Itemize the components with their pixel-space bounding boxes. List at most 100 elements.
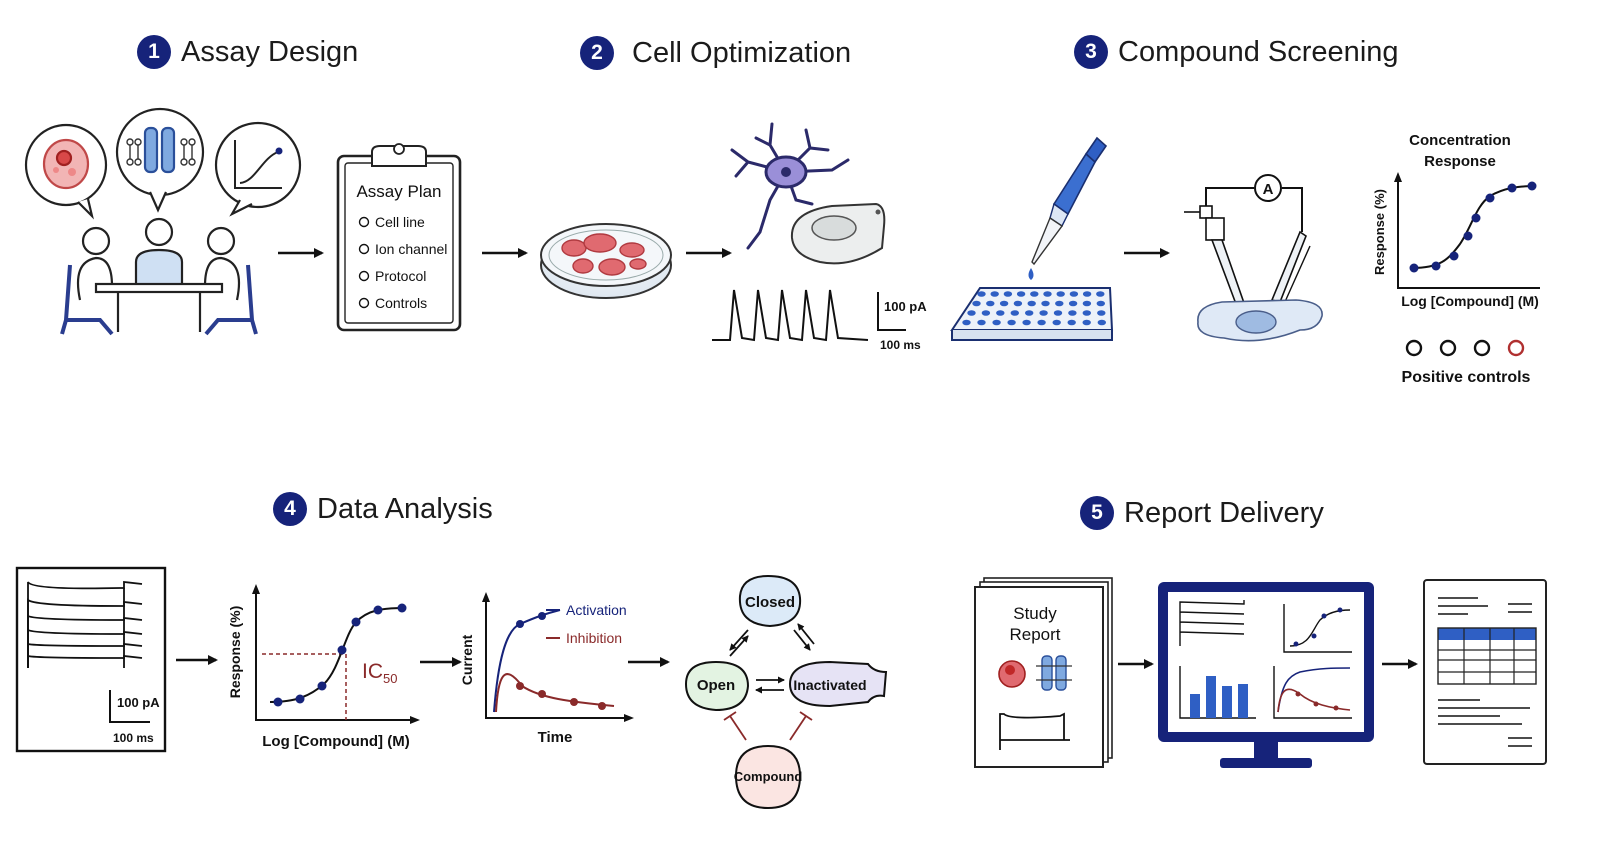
step-4-number: 4 bbox=[273, 492, 307, 526]
plate-well bbox=[1096, 300, 1106, 307]
neuron-icon bbox=[730, 122, 850, 250]
step-1-title: 1 Assay Design bbox=[137, 35, 358, 69]
kinetics-xlabel: Time bbox=[538, 729, 573, 746]
ion-channel-bubble bbox=[115, 107, 205, 213]
step-2-title: 2 Cell Optimization bbox=[580, 36, 851, 70]
well-plate-icon bbox=[950, 287, 1114, 341]
plate-well bbox=[1030, 291, 1039, 297]
plate-well bbox=[1053, 310, 1063, 316]
plate-well bbox=[977, 291, 986, 297]
curve-bubble bbox=[214, 121, 302, 217]
plate-well bbox=[1003, 291, 1013, 297]
plate-well bbox=[996, 310, 1005, 316]
plate-well bbox=[1010, 310, 1019, 316]
plate-well bbox=[1069, 291, 1079, 297]
plate-well bbox=[962, 319, 971, 326]
step-3-label: Compound Screening bbox=[1118, 35, 1399, 68]
plate-well bbox=[1082, 319, 1091, 326]
plate-well bbox=[1037, 319, 1046, 326]
meeting-illustration bbox=[24, 107, 302, 336]
pipette-icon bbox=[1028, 136, 1108, 280]
ic50-ylabel: Response (%) bbox=[227, 606, 243, 699]
cr-ylabel: Response (%) bbox=[1372, 189, 1387, 275]
step-5-number: 5 bbox=[1080, 496, 1114, 530]
assay-plan-item-3: Protocol bbox=[375, 268, 426, 284]
step-4-label: Data Analysis bbox=[317, 492, 493, 525]
step-4-title: 4 Data Analysis bbox=[273, 492, 493, 526]
patch-clamp-icon: A bbox=[1184, 174, 1323, 342]
positive-controls-label: Positive controls bbox=[1402, 369, 1531, 386]
step-2-number: 2 bbox=[580, 36, 614, 70]
cell-scale-current: 100 pA bbox=[884, 299, 927, 314]
people-at-table bbox=[60, 217, 258, 336]
plate-well bbox=[1055, 300, 1064, 307]
step-2-label: Cell Optimization bbox=[632, 36, 852, 69]
trace-scale-current: 100 pA bbox=[117, 695, 160, 710]
report-title-line1: Study bbox=[1013, 604, 1057, 623]
current-traces-panel: 100 pA 100 ms bbox=[15, 566, 167, 753]
step-5-label: Report Delivery bbox=[1124, 496, 1324, 529]
plate-well bbox=[1025, 310, 1034, 316]
plate-well bbox=[1068, 310, 1077, 316]
plate-well bbox=[1016, 291, 1026, 297]
state-open: Open bbox=[697, 677, 735, 694]
plate-well bbox=[1096, 291, 1105, 297]
trace-scale-time: 100 ms bbox=[113, 731, 154, 745]
plate-well bbox=[1043, 291, 1052, 297]
plate-well bbox=[1013, 300, 1023, 307]
legend-activation: Activation bbox=[566, 602, 627, 618]
study-report-document: Study Report bbox=[974, 577, 1113, 768]
ic50-xlabel: Log [Compound] (M) bbox=[262, 733, 409, 750]
plate-well bbox=[1097, 319, 1107, 326]
assay-plan-item-1: Cell line bbox=[375, 214, 425, 230]
assay-plan-title: Assay Plan bbox=[356, 182, 441, 201]
plate-well bbox=[967, 310, 976, 316]
plate-well bbox=[1082, 300, 1092, 307]
cell-thought-bubble bbox=[24, 123, 108, 220]
plate-well bbox=[1022, 319, 1031, 326]
step-3-title: 3 Compound Screening bbox=[1074, 35, 1399, 69]
state-inactivated: Inactivated bbox=[793, 677, 866, 693]
assay-plan-clipboard: Assay Plan Cell line Ion channel Protoco… bbox=[336, 143, 462, 332]
assay-plan-item-2: Ion channel bbox=[375, 241, 447, 257]
cr-title-line1: Concentration bbox=[1409, 132, 1511, 149]
state-closed: Closed bbox=[745, 594, 795, 611]
plate-well bbox=[1052, 319, 1061, 326]
step-1-label: Assay Design bbox=[181, 35, 359, 68]
cell-scale-time: 100 ms bbox=[880, 338, 921, 352]
ic50-label: IC50 bbox=[362, 660, 397, 686]
monitor-dashboard bbox=[1158, 582, 1374, 768]
petri-dish-icon bbox=[540, 223, 672, 299]
step-5-title: 5 Report Delivery bbox=[1080, 496, 1324, 530]
plate-well bbox=[1068, 300, 1078, 307]
plate-well bbox=[1082, 310, 1092, 316]
plate-well bbox=[1097, 310, 1106, 316]
kinetics-chart: Current Time Activation Inhibition bbox=[459, 592, 634, 746]
assay-plan-item-4: Controls bbox=[375, 295, 427, 311]
plate-well bbox=[990, 291, 999, 297]
plate-well bbox=[1067, 319, 1076, 326]
plate-well bbox=[1027, 300, 1036, 307]
step-3-number: 3 bbox=[1074, 35, 1108, 69]
plate-well bbox=[1007, 319, 1016, 326]
plate-well bbox=[999, 300, 1009, 307]
kinetics-ylabel: Current bbox=[459, 634, 475, 685]
ammeter-label: A bbox=[1263, 181, 1274, 198]
plate-well bbox=[1039, 310, 1048, 316]
step-1-number: 1 bbox=[137, 35, 171, 69]
plate-well bbox=[1041, 300, 1050, 307]
plate-well bbox=[1082, 291, 1092, 297]
concentration-response-chart: Concentration Response Response (%) Log … bbox=[1372, 132, 1540, 386]
channel-state-diagram: Closed Open Inactivated Compound bbox=[684, 574, 888, 810]
plate-well bbox=[972, 300, 981, 307]
plate-well bbox=[986, 300, 995, 307]
plate-well bbox=[977, 319, 986, 326]
state-compound: Compound bbox=[734, 769, 803, 784]
plate-well bbox=[992, 319, 1001, 326]
report-title-line2: Report bbox=[1009, 625, 1060, 644]
cr-title-line2: Response bbox=[1424, 153, 1496, 170]
plate-well bbox=[981, 310, 991, 316]
data-table-document bbox=[1423, 579, 1547, 765]
action-potential-traces: 100 pA 100 ms bbox=[712, 289, 927, 352]
